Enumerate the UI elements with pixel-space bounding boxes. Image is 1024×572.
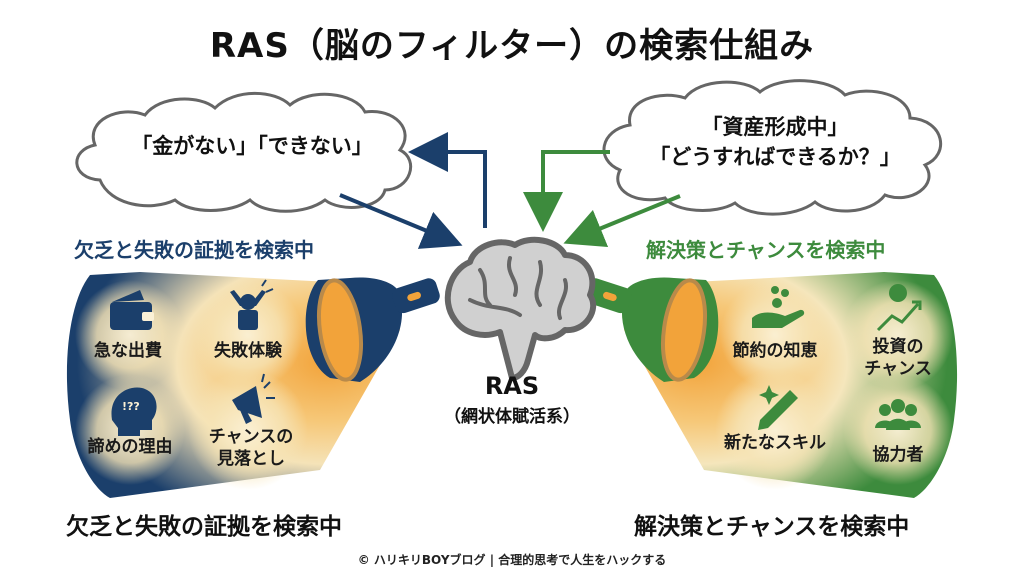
right-thought-line2: 「どうすればできるか？」 xyxy=(649,145,901,169)
arrow-right-cloud-to-brain xyxy=(563,194,681,247)
right-thought-line1: 「資産形成中」 xyxy=(701,115,849,139)
ras-label: RAS xyxy=(484,372,540,400)
left-item-reasons-to-give-up: 諦めの理由 xyxy=(87,437,173,457)
right-item-investment-chance: 投資の チャンス xyxy=(864,337,932,379)
right-thought-text: 「資産形成中」 「どうすればできるか？」 xyxy=(610,112,940,172)
arrow-right-cloud-to-brain-top xyxy=(523,150,610,232)
left-heading: 欠乏と失敗の証拠を検索中 xyxy=(74,238,314,262)
wallet-icon xyxy=(110,290,154,330)
left-item-sudden-expense: 急な出費 xyxy=(94,341,162,361)
megaphone-icon xyxy=(232,373,275,424)
svg-text:!??: !?? xyxy=(122,400,140,413)
page-title: RAS（脳のフィルター）の検索仕組み xyxy=(209,26,815,66)
brain-icon xyxy=(444,236,597,381)
arrow-brain-to-left-cloud xyxy=(408,132,487,228)
left-caption: 欠乏と失敗の証拠を検索中 xyxy=(66,514,342,540)
growth-chart-icon xyxy=(876,284,922,332)
arrow-left-cloud-to-brain xyxy=(339,193,463,249)
group-people-icon xyxy=(875,399,921,430)
right-heading: 解決策とチャンスを検索中 xyxy=(646,238,886,262)
ras-sublabel: （網状体賦活系） xyxy=(444,407,580,427)
left-thought-text: 「金がない」「できない」 xyxy=(131,134,373,158)
frustrated-person-icon xyxy=(230,279,274,330)
right-item-saving-wisdom: 節約の知恵 xyxy=(732,341,818,361)
right-item-new-skill: 新たなスキル xyxy=(724,433,826,453)
left-item-missed-chance: チャンスの 見落とし xyxy=(208,427,294,469)
hand-coins-icon xyxy=(752,286,805,328)
pencil-sparkle-icon xyxy=(758,385,798,430)
confused-head-icon: !?? xyxy=(111,387,157,436)
footer-credit: © ハリキリBOYブログ | 合理的思考で人生をハックする xyxy=(357,553,667,567)
thought-cloud-right xyxy=(602,79,943,216)
right-item-collaborator: 協力者 xyxy=(872,445,924,465)
left-item-failure-experience: 失敗体験 xyxy=(214,341,282,361)
right-caption: 解決策とチャンスを検索中 xyxy=(634,514,910,540)
thought-cloud-left xyxy=(75,91,413,213)
